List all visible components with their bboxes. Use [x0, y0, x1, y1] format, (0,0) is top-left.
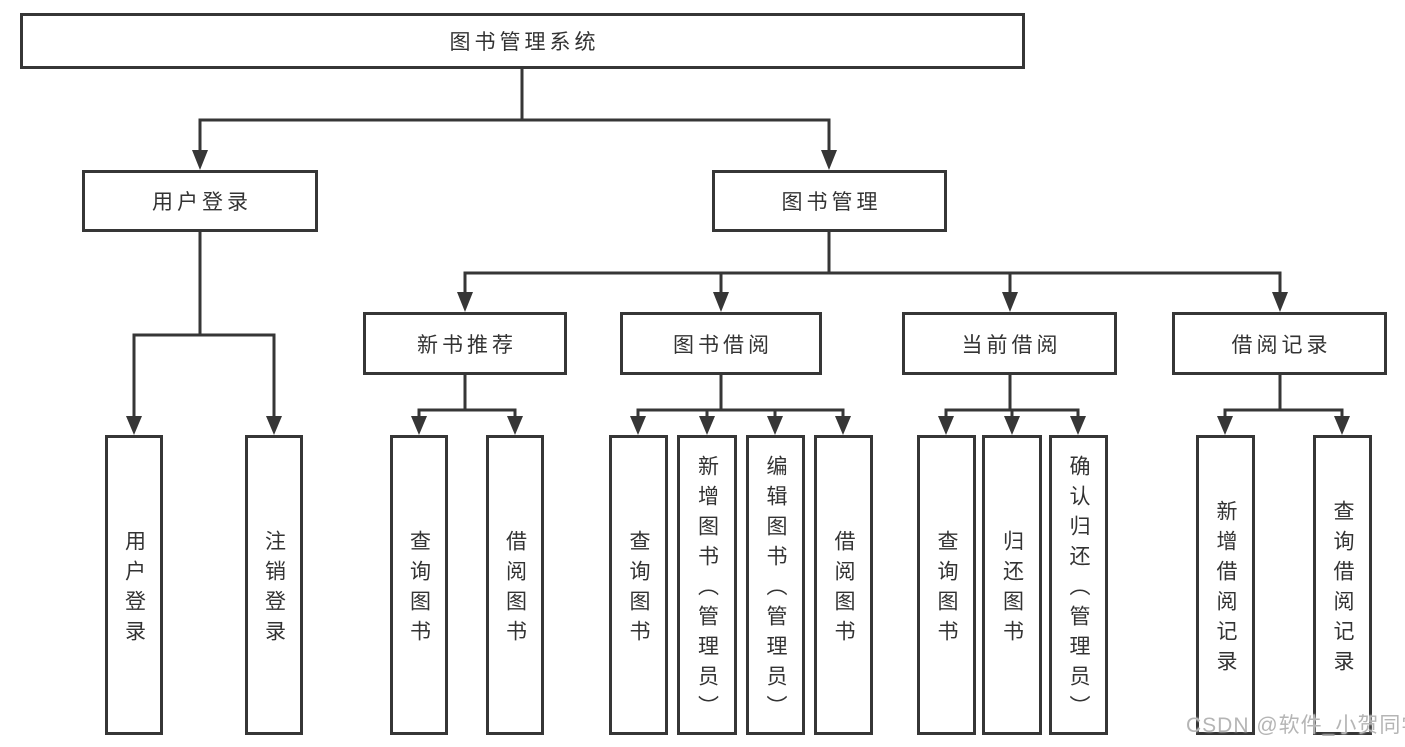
leaf-query-borrow-record: 查询借阅记录: [1313, 435, 1372, 735]
arrowhead-icon: [457, 292, 473, 312]
node-root-label: 图书管理系统: [449, 31, 600, 54]
node-borrow-records: 借阅记录: [1172, 312, 1387, 375]
node-user-login-label: 用户登录: [152, 191, 252, 214]
leaf-add-borrow-record-label: 新增借阅记录: [1214, 499, 1237, 680]
arrowhead-icon: [713, 292, 729, 312]
node-borrow-records-label: 借阅记录: [1231, 333, 1332, 357]
arrowhead-icon: [938, 416, 954, 435]
node-book-borrow: 图书借阅: [620, 312, 822, 375]
node-root: 图书管理系统: [20, 13, 1025, 69]
arrowhead-icon: [835, 416, 851, 435]
leaf-edit-book-admin-label: 编辑图书（管理员）: [764, 454, 787, 725]
leaf-borrow-books-recommend-label: 借阅图书: [503, 529, 527, 650]
connector-book-management-to-groups: [463, 232, 1282, 294]
arrowhead-icon: [699, 416, 715, 435]
arrowhead-icon: [192, 150, 208, 170]
connector-current-borrow-to-leaves: [944, 375, 1080, 418]
leaf-confirm-return-admin: 确认归还（管理员）: [1049, 435, 1108, 735]
leaf-user-login-label: 用户登录: [122, 529, 146, 650]
connector-book-borrow-to-leaves: [636, 375, 845, 418]
connector-root-to-level2: [198, 69, 831, 152]
leaf-add-book-admin: 新增图书（管理员）: [677, 435, 737, 735]
node-current-borrow: 当前借阅: [902, 312, 1117, 375]
arrowhead-icon: [266, 416, 282, 435]
leaf-add-book-admin-label: 新增图书（管理员）: [695, 454, 719, 725]
node-current-borrow-label: 当前借阅: [961, 333, 1062, 357]
node-new-book-recommend-label: 新书推荐: [417, 333, 517, 357]
leaf-query-books-recommend-label: 查询图书: [407, 529, 431, 650]
leaf-borrow-books-label: 借阅图书: [832, 529, 855, 650]
leaf-return-books: 归还图书: [982, 435, 1042, 735]
arrowhead-icon: [1272, 292, 1288, 312]
node-new-book-recommend: 新书推荐: [363, 312, 567, 375]
arrowhead-icon: [1334, 416, 1350, 435]
leaf-user-login: 用户登录: [105, 435, 163, 735]
leaf-logout: 注销登录: [245, 435, 303, 735]
leaf-query-books-current-label: 查询图书: [935, 529, 958, 650]
leaf-query-borrow-record-label: 查询借阅记录: [1331, 499, 1354, 680]
leaf-confirm-return-admin-label: 确认归还（管理员）: [1067, 454, 1090, 725]
arrowhead-icon: [1070, 416, 1086, 435]
arrowhead-icon: [821, 150, 837, 170]
leaf-query-books-recommend: 查询图书: [390, 435, 448, 735]
connector-user-login-to-leaves: [132, 232, 276, 418]
leaf-return-books-label: 归还图书: [1000, 529, 1024, 650]
connector-borrow-records-to-leaves: [1223, 375, 1344, 418]
leaf-logout-label: 注销登录: [262, 529, 286, 650]
arrowhead-icon: [767, 416, 783, 435]
arrowhead-icon: [630, 416, 646, 435]
arrowhead-icon: [1217, 416, 1233, 435]
leaf-add-borrow-record: 新增借阅记录: [1196, 435, 1255, 735]
csdn-watermark: CSDN @软件_小贺同学: [1186, 714, 1405, 737]
connector-new-book-recommend-to-leaves: [417, 375, 517, 418]
node-book-management-label: 图书管理: [781, 191, 882, 214]
arrowhead-icon: [126, 416, 142, 435]
arrowhead-icon: [1004, 416, 1020, 435]
leaf-edit-book-admin: 编辑图书（管理员）: [746, 435, 805, 735]
node-book-borrow-label: 图书借阅: [673, 333, 773, 357]
node-user-login: 用户登录: [82, 170, 318, 232]
arrowhead-icon: [411, 416, 427, 435]
leaf-query-books-current: 查询图书: [917, 435, 976, 735]
leaf-borrow-books-recommend: 借阅图书: [486, 435, 544, 735]
leaf-query-books-borrow: 查询图书: [609, 435, 668, 735]
leaf-query-books-borrow-label: 查询图书: [627, 529, 650, 650]
arrowhead-icon: [1002, 292, 1018, 312]
leaf-borrow-books: 借阅图书: [814, 435, 873, 735]
arrowhead-icon: [507, 416, 523, 435]
node-book-management: 图书管理: [712, 170, 947, 232]
